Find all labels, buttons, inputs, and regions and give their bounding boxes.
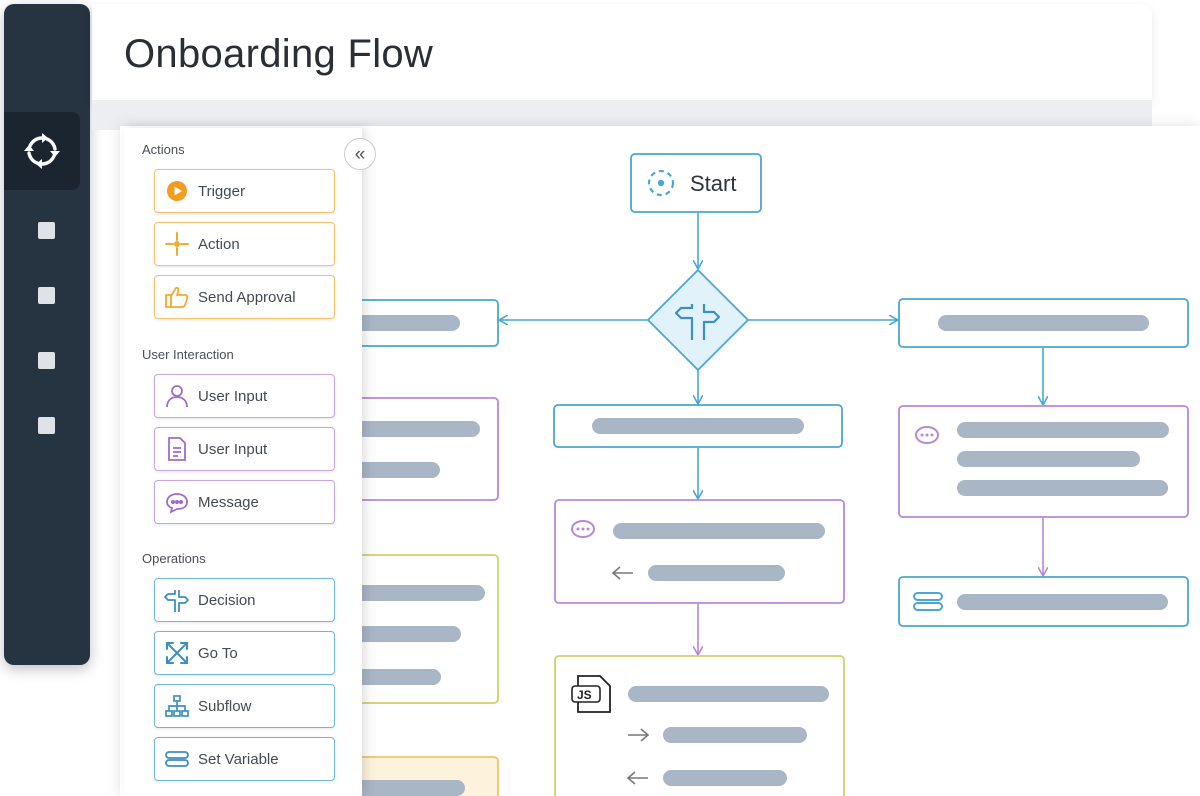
section-title-operations: Operations	[142, 551, 206, 566]
left-bottom-node[interactable]	[329, 756, 499, 796]
palette-item-set-variable[interactable]: Set Variable	[154, 737, 335, 781]
nav-item-1[interactable]	[38, 222, 55, 239]
palette-item-subflow[interactable]: Subflow	[154, 684, 335, 728]
start-target-icon	[647, 169, 675, 197]
palette-item-send-approval[interactable]: Send Approval	[154, 275, 335, 319]
chat-bubble-icon	[571, 520, 595, 538]
thumbs-up-icon	[164, 284, 190, 310]
node-palette: Actions Trigger Action Send Approval Use…	[124, 128, 362, 796]
palette-item-trigger[interactable]: Trigger	[154, 169, 335, 213]
chat-bubble-icon	[164, 489, 190, 515]
palette-item-decision[interactable]: Decision	[154, 578, 335, 622]
arrow-right-icon	[628, 728, 650, 742]
refresh-cycle-icon	[24, 133, 60, 169]
document-icon	[164, 436, 190, 462]
variable-icon	[164, 746, 190, 772]
left-code-node[interactable]	[329, 554, 499, 704]
signpost-icon	[164, 587, 190, 613]
crosshair-icon	[164, 231, 190, 257]
arrows-cross-icon	[164, 640, 190, 666]
palette-item-go-to[interactable]: Go To	[154, 631, 335, 675]
user-icon	[164, 383, 190, 409]
section-title-user-interaction: User Interaction	[142, 347, 234, 362]
chat-bubble-icon	[915, 426, 939, 444]
nav-rail	[4, 4, 90, 665]
variable-icon	[913, 592, 943, 611]
arrow-left-icon	[611, 566, 633, 580]
double-chevron-left-icon: «	[354, 143, 366, 165]
page-header: Onboarding Flow	[92, 4, 1152, 100]
right-message-node[interactable]	[898, 405, 1189, 518]
left-message-node[interactable]	[329, 397, 499, 501]
palette-item-message[interactable]: Message	[154, 480, 335, 524]
nav-item-4[interactable]	[38, 417, 55, 434]
js-badge: JS	[577, 688, 592, 702]
right-branch-node[interactable]	[898, 298, 1189, 348]
arrow-left-icon	[626, 771, 648, 785]
collapse-palette-button[interactable]: «	[344, 138, 376, 170]
right-variable-node[interactable]	[898, 576, 1189, 627]
canvas-band	[92, 100, 1152, 130]
center-step-node[interactable]	[553, 404, 843, 448]
nav-item-3[interactable]	[38, 352, 55, 369]
nav-item-flows[interactable]	[4, 112, 80, 190]
hierarchy-icon	[164, 693, 190, 719]
page-title: Onboarding Flow	[124, 32, 434, 76]
center-message-node[interactable]	[554, 499, 845, 604]
flow-diagram: Start	[329, 153, 1189, 796]
start-node[interactable]: Start	[630, 153, 762, 213]
decision-node[interactable]	[646, 268, 750, 372]
nav-item-2[interactable]	[38, 287, 55, 304]
flow-connectors	[500, 213, 1043, 654]
palette-item-user-input[interactable]: User Input	[154, 374, 335, 418]
section-title-actions: Actions	[142, 142, 185, 157]
signpost-icon	[674, 304, 721, 340]
palette-item-user-input-form[interactable]: User Input	[154, 427, 335, 471]
javascript-file-icon: JS	[571, 675, 611, 713]
center-code-node[interactable]: JS	[554, 655, 845, 796]
start-label: Start	[690, 171, 736, 196]
palette-item-action[interactable]: Action	[154, 222, 335, 266]
play-circle-icon	[164, 178, 190, 204]
